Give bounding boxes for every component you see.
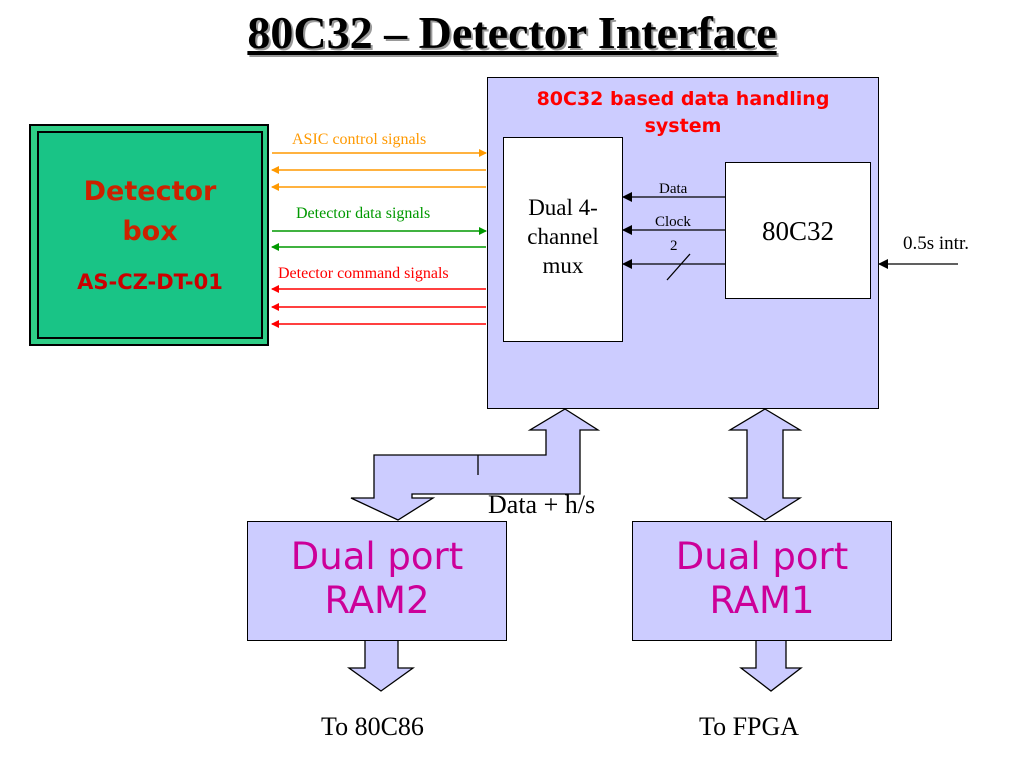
interrupt-label: 0.5s intr. bbox=[903, 233, 969, 254]
command-signals-label: Detector command signals bbox=[278, 265, 449, 282]
detector-box bbox=[37, 131, 263, 339]
ram1-label: Dual port RAM1 bbox=[632, 535, 892, 623]
cpu-box bbox=[725, 162, 871, 299]
mux-box bbox=[503, 137, 623, 342]
ram1-bus-arrow bbox=[727, 408, 803, 521]
ram2-label: Dual port RAM2 bbox=[247, 535, 507, 623]
ram1-box bbox=[632, 521, 892, 641]
detector-title-line2: box bbox=[122, 216, 178, 247]
system-label-line2: system bbox=[644, 115, 722, 137]
detector-box-title: Detector box bbox=[37, 172, 263, 252]
bus-width-label: 2 bbox=[670, 238, 678, 254]
system-label-line1: 80C32 based data handling bbox=[536, 88, 830, 110]
mux-label-line1: Dual 4- bbox=[528, 195, 598, 220]
mux-label-line3: mux bbox=[542, 253, 584, 278]
detector-box-code: AS-CZ-DT-01 bbox=[77, 270, 223, 294]
data-signals-label: Detector data signals bbox=[296, 205, 431, 222]
ram1-label-line2: RAM1 bbox=[709, 579, 815, 622]
data-line-label: Data bbox=[659, 181, 688, 197]
asic-signals-label: ASIC control signals bbox=[292, 131, 427, 148]
detector-title-line1: Detector bbox=[83, 176, 217, 207]
mux-label-line2: channel bbox=[527, 224, 599, 249]
bus-label: Data + h/s bbox=[488, 490, 596, 519]
ram2-label-line1: Dual port bbox=[290, 535, 464, 578]
ram2-destination-label: To 80C86 bbox=[321, 712, 424, 741]
ram2-output-arrow bbox=[346, 639, 416, 692]
page-title: 80C32 – Detector Interface bbox=[247, 7, 777, 58]
ram1-label-line1: Dual port bbox=[675, 535, 849, 578]
mux-label: Dual 4- channel mux bbox=[503, 193, 623, 280]
ram1-destination-label: To FPGA bbox=[699, 712, 800, 741]
ram2-box bbox=[247, 521, 507, 641]
ram1-output-arrow bbox=[739, 639, 803, 692]
data-handling-system-label: 80C32 based data handling system bbox=[487, 86, 879, 140]
ram2-label-line2: RAM2 bbox=[324, 579, 430, 622]
cpu-label: 80C32 bbox=[761, 216, 834, 246]
clock-line-label: Clock bbox=[655, 214, 691, 230]
bus-width-slash bbox=[666, 253, 691, 281]
ram2-bus-arrow bbox=[350, 408, 601, 521]
